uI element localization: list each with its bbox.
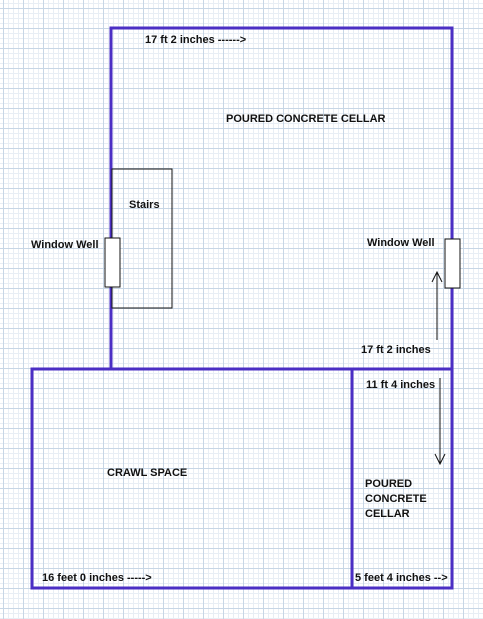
down-arrow-icon [434,378,446,466]
lower-cellar-label: POURED CONCRETE CELLAR [365,477,427,522]
upper-cellar-label: POURED CONCRETE CELLAR [226,113,386,125]
lower-cellar-line-3: CELLAR [365,508,410,520]
bottom-left-width-label: 16 feet 0 inches -----> [42,572,152,584]
upper-cellar-wall [109,26,454,371]
lower-section-wall [30,367,454,590]
up-arrow-icon [431,270,443,340]
window-well-right-box [444,238,461,289]
lower-cellar-line-2: CONCRETE [365,493,427,505]
bottom-right-width-label: 5 feet 4 inches --> [355,572,448,584]
top-width-label: 17 ft 2 inches ------> [145,34,247,46]
crawl-space-label: CRAWL SPACE [107,467,188,479]
stairs-label: Stairs [129,199,160,211]
lower-right-depth-label: 11 ft 4 inches [366,379,436,391]
window-well-left-box [104,237,121,288]
window-well-left-label: Window Well [31,239,99,251]
right-depth-label: 17 ft 2 inches [361,344,431,356]
window-well-right-label: Window Well [367,237,435,249]
stairs-box [111,168,173,309]
lower-cellar-line-1: POURED [365,478,413,490]
